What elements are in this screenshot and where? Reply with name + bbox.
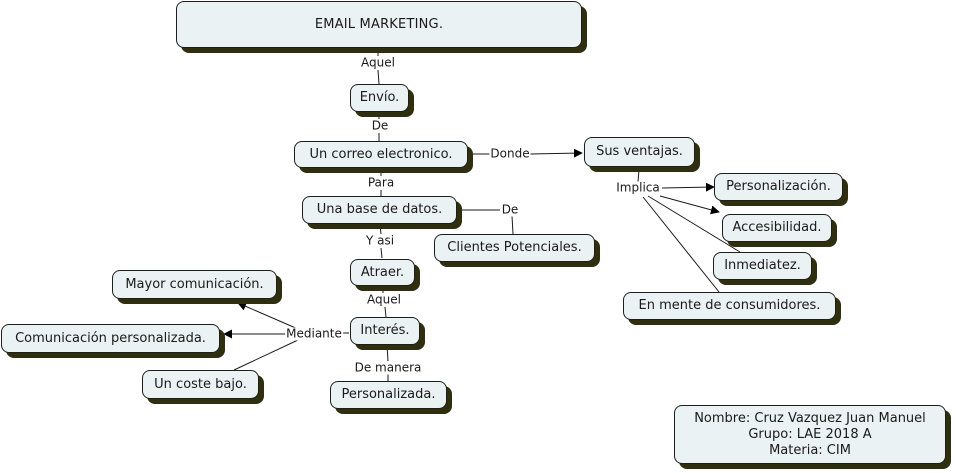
concept-en-mente[interactable]: En mente de consumidores. — [623, 292, 836, 320]
concept-atraer[interactable]: Atraer. — [350, 259, 415, 286]
edge-implica-inmediatez — [647, 195, 741, 253]
concept-label: Un coste bajo. — [154, 376, 247, 392]
link-label-aquel-2: Aquel — [366, 292, 402, 307]
concept-clientes[interactable]: Clientes Potenciales. — [434, 234, 595, 262]
concept-label: Comunicación personalizada. — [15, 330, 206, 346]
edge-ventajas-implica — [637, 169, 640, 183]
concept-label: Accesibilidad. — [732, 220, 822, 235]
edge-implica-accesibilidad — [659, 195, 720, 215]
concept-label: EMAIL MARKETING. — [314, 16, 444, 32]
author-group: Grupo: LAE 2018 A — [748, 426, 872, 442]
concept-label: Envío. — [359, 90, 400, 105]
concept-label: Personalización. — [726, 179, 831, 194]
concept-label: Una base de datos. — [316, 202, 443, 217]
concept-base[interactable]: Una base de datos. — [302, 196, 457, 224]
link-label-donde: Donde — [489, 146, 531, 161]
link-label-de-2: De — [500, 202, 520, 217]
concept-personalizacion[interactable]: Personalización. — [714, 173, 843, 201]
edge-base-yasi — [379, 224, 382, 235]
concept-envio[interactable]: Envío. — [350, 84, 409, 112]
concept-interes[interactable]: Interés. — [350, 317, 420, 345]
edge-mediante-mayor — [237, 302, 299, 330]
link-label-aquel-1: Aquel — [360, 55, 396, 70]
concept-coste-bajo[interactable]: Un coste bajo. — [142, 370, 259, 399]
link-label-mediante: Mediante — [285, 326, 343, 341]
link-label-de-manera: De manera — [353, 360, 423, 375]
link-label-implica: Implica — [615, 180, 661, 195]
concept-email-marketing[interactable]: EMAIL MARKETING. — [176, 1, 582, 48]
link-label-de-1: De — [370, 118, 390, 133]
concept-ventajas[interactable]: Sus ventajas. — [584, 137, 695, 167]
concept-label: Un correo electronico. — [309, 146, 453, 162]
author-subject: Materia: CIM — [769, 442, 851, 458]
edge-aquel-envio — [377, 69, 380, 85]
edge-mediante-coste — [233, 339, 299, 371]
concept-label: Clientes Potenciales. — [447, 240, 582, 255]
link-label-y-asi: Y asi — [364, 233, 396, 248]
concept-correo[interactable]: Un correo electronico. — [294, 141, 468, 168]
concept-label: Interés. — [360, 323, 410, 338]
concept-inmediatez[interactable]: Inmediatez. — [713, 252, 812, 280]
concept-mayor-comunicacion[interactable]: Mayor comunicación. — [112, 270, 277, 299]
edge-de-clientes — [511, 215, 514, 235]
link-label-para: Para — [366, 175, 396, 190]
edge-interes-demanera — [386, 344, 389, 362]
edge-implica-mente — [642, 196, 720, 293]
concept-comunicacion-personalizada[interactable]: Comunicación personalizada. — [1, 324, 220, 353]
concept-label: En mente de consumidores. — [638, 298, 821, 313]
concept-label: Sus ventajas. — [596, 144, 683, 159]
concept-label: Atraer. — [360, 264, 405, 280]
author-name: Nombre: Cruz Vazquez Juan Manuel — [694, 410, 926, 426]
edge-implica-personalizacion — [661, 182, 715, 192]
concept-label: Inmediatez. — [724, 258, 801, 273]
edge-aquel-interes — [384, 306, 387, 318]
edge-yasi-atraer — [380, 247, 383, 259]
edge-donde-ventajas — [529, 148, 583, 158]
concept-personalizada[interactable]: Personalizada. — [330, 381, 447, 409]
concept-label: Personalizada. — [341, 387, 436, 402]
concept-label: Mayor comunicación. — [125, 276, 264, 292]
author-info-box: Nombre: Cruz Vazquez Juan Manuel Grupo: … — [674, 405, 946, 464]
concept-accesibilidad[interactable]: Accesibilidad. — [722, 214, 832, 242]
